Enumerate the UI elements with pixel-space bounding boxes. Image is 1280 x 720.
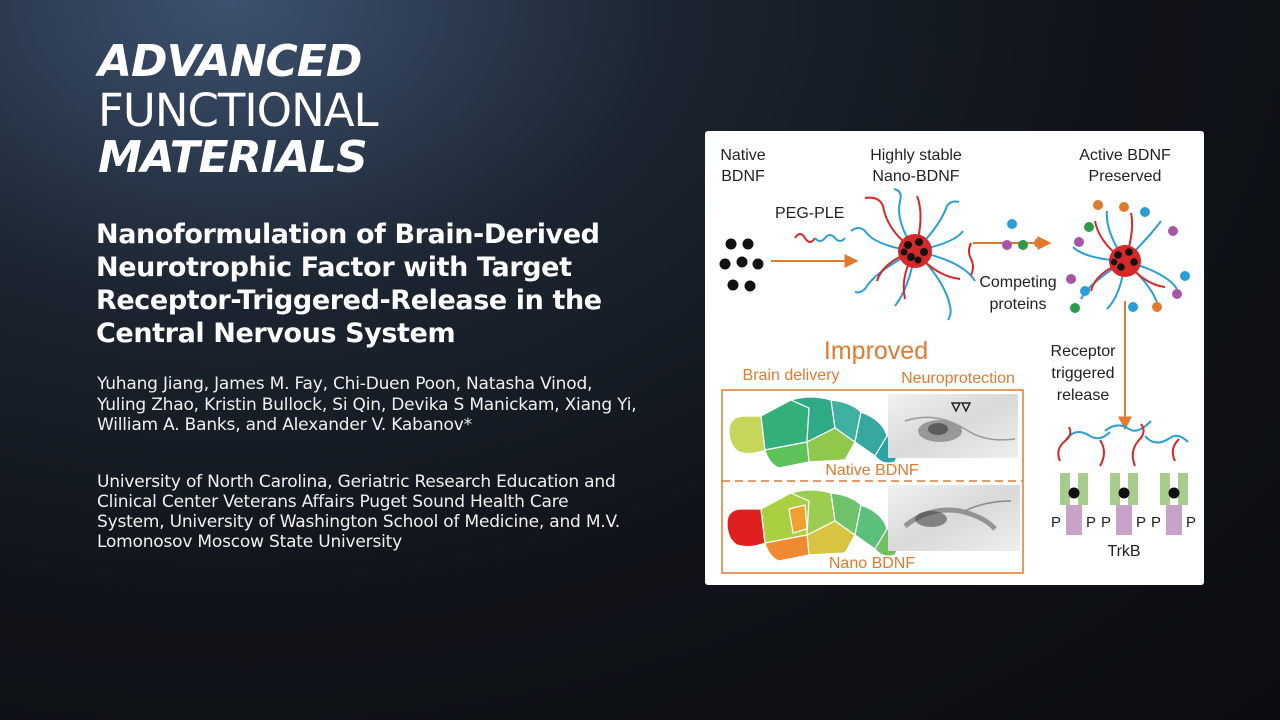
native-bdnf-result-label: Native BDNF [825, 462, 919, 479]
p-label: P [1186, 514, 1196, 531]
peg-chain [814, 234, 846, 242]
receptor-label-1: Receptor [1051, 343, 1117, 360]
nano-histology-image [888, 485, 1020, 551]
native-bdnf-dots [719, 238, 764, 292]
receptor-label-3: release [1057, 387, 1110, 404]
journal-logo: ADVANCED FUNCTIONAL MATERIALS [98, 40, 458, 182]
released-chains [1057, 420, 1189, 467]
nano-brain-map [726, 489, 899, 562]
ple-chain [794, 233, 816, 243]
native-bdnf-label-2: BDNF [721, 168, 765, 185]
journal-logo-line3: MATERIALS [98, 132, 368, 183]
brain-delivery-label: Brain delivery [743, 367, 840, 384]
p-label: P [1051, 514, 1061, 531]
active-bdnf-label-1: Active BDNF [1079, 147, 1171, 164]
native-bdnf-label-1: Native [720, 147, 765, 164]
competing-label-1: Competing [979, 274, 1056, 291]
nano-bdnf-result-label: Nano BDNF [829, 555, 915, 572]
journal-logo-line2: FUNCTIONAL [98, 84, 379, 137]
graphical-abstract: Native BDNF Highly stable Nano-BDNF Acti… [705, 131, 1204, 585]
competing-protein-dots [1002, 219, 1044, 250]
p-label: P [1101, 514, 1111, 531]
nano-bdnf-complex [850, 188, 976, 321]
competing-label-2: proteins [990, 296, 1047, 313]
peg-ple-label: PEG-PLE [775, 205, 844, 222]
stable-nano-label-1: Highly stable [870, 147, 962, 164]
graphical-abstract-svg: Native BDNF Highly stable Nano-BDNF Acti… [719, 147, 1196, 574]
article-authors: Yuhang Jiang, James M. Fay, Chi-Duen Poo… [97, 374, 637, 435]
native-histology-stain [904, 402, 1016, 442]
nano-histology-stain [903, 500, 1012, 531]
receptor-label-2: triggered [1051, 365, 1114, 382]
journal-logo-line1: ADVANCED [98, 36, 362, 87]
neuroprotection-label: Neuroprotection [901, 370, 1015, 387]
improved-label: Improved [824, 337, 928, 365]
native-brain-map [728, 396, 899, 469]
article-affiliation: University of North Carolina, Geriatric … [97, 472, 620, 552]
article-title: Nanoformulation of Brain-Derived Neurotr… [96, 219, 602, 349]
trkb-receptors [1060, 473, 1188, 535]
ple-chain-2 [968, 242, 974, 276]
p-label: P [1136, 514, 1146, 531]
active-bdnf-label-2: Preserved [1089, 168, 1162, 185]
active-bdnf-complex [1072, 210, 1178, 310]
active-protein-dots [1066, 200, 1190, 313]
p-label: P [1151, 514, 1161, 531]
p-label: P [1086, 514, 1096, 531]
trkb-label: TrkB [1107, 543, 1140, 560]
phospho-labels: P P P P P P [1051, 514, 1196, 531]
stable-nano-label-2: Nano-BDNF [872, 168, 959, 185]
